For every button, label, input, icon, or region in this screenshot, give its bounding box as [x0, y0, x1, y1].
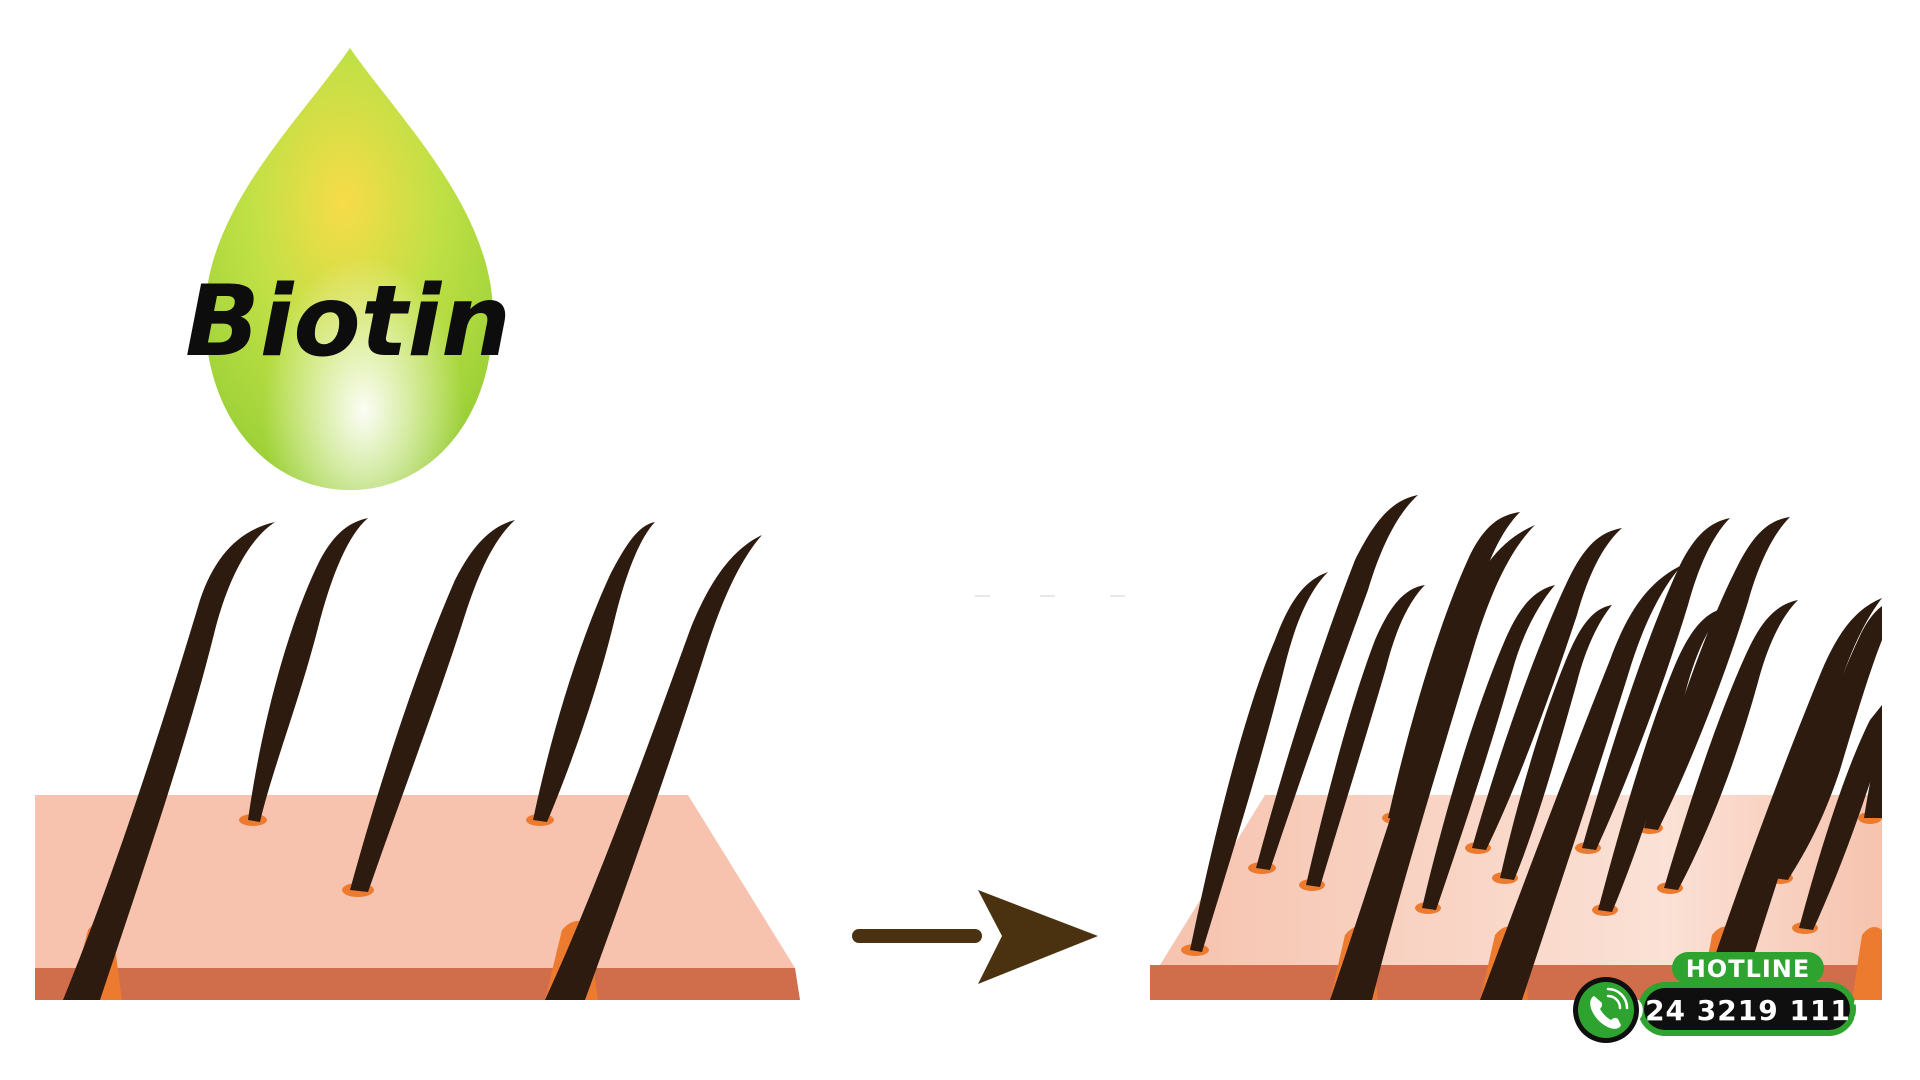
left-hairs — [63, 518, 762, 1000]
hair-strand — [1306, 585, 1425, 887]
hair-strand — [1480, 565, 1682, 1000]
hair-strand — [1330, 525, 1535, 1000]
hair-strand — [248, 518, 368, 822]
hotline-badge[interactable]: HOTLINE 024 3219 1111 — [1573, 952, 1871, 1043]
hair-strand — [1644, 517, 1790, 830]
hair-strand — [1422, 585, 1555, 910]
hotline-title-pill — [1672, 952, 1824, 984]
hair-strand — [1472, 528, 1622, 850]
arrow-right-icon — [852, 890, 1098, 984]
hair-strand — [350, 520, 515, 892]
phone-icon[interactable] — [1573, 977, 1639, 1043]
right-hairs — [1190, 495, 1882, 1000]
hair-strand — [1774, 606, 1882, 880]
hair-strand — [545, 535, 762, 1000]
hotline-number-pill — [1644, 988, 1850, 1030]
hair-strand — [63, 522, 275, 1000]
left-skin-edge — [35, 968, 800, 1000]
hair-strand — [1190, 572, 1328, 952]
hotline-number[interactable]: 024 3219 1111 — [1625, 994, 1872, 1027]
hair-strand — [1582, 518, 1730, 850]
biotin-drop: Biotin — [185, 48, 511, 490]
hair-strand — [1700, 598, 1882, 1000]
hair-strand — [1664, 600, 1798, 890]
hair-strand — [1864, 730, 1882, 818]
right-skin-section — [1150, 495, 1882, 1000]
hair-strand — [1256, 495, 1418, 870]
hair-strand — [1598, 608, 1725, 912]
hair-strand — [533, 522, 655, 822]
drop-label: Biotin — [185, 265, 511, 379]
hair-strand — [1500, 605, 1612, 880]
hair-strand — [1799, 705, 1882, 930]
hotline-title: HOTLINE — [1686, 955, 1811, 983]
left-skin-section — [35, 518, 800, 1000]
